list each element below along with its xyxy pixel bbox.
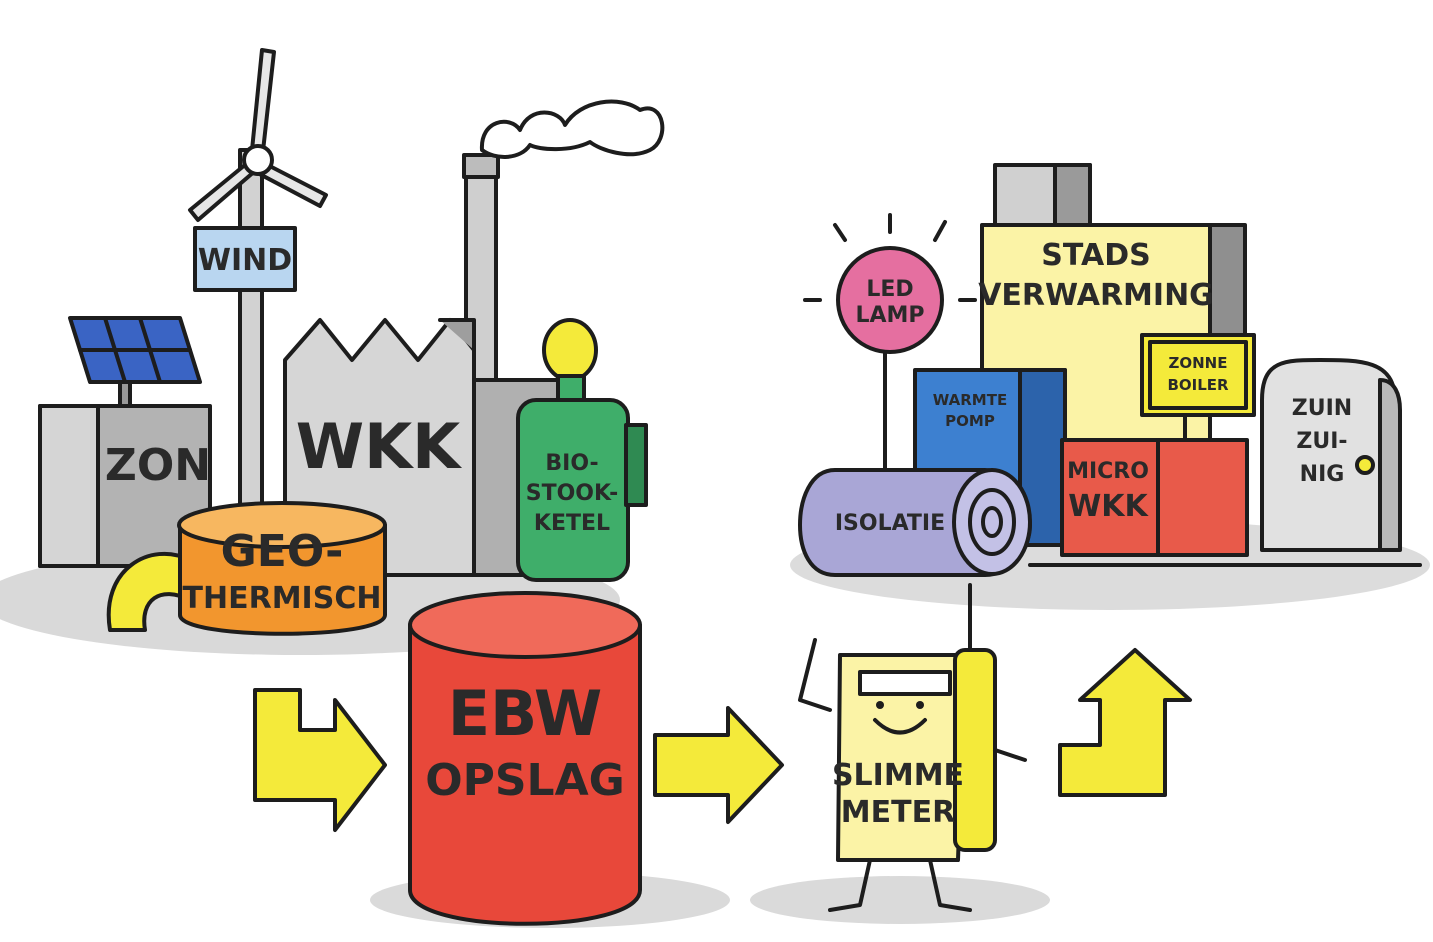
wind-label: WIND <box>198 243 292 278</box>
arrow-to-storage <box>253 688 387 832</box>
zuinig-label-3: NIG <box>1300 462 1345 487</box>
led-label-2: LAMP <box>855 303 924 328</box>
zonneboiler-label-1: ZONNE <box>1169 354 1228 372</box>
storage-label-1: EBW <box>448 677 603 750</box>
meter-label-1: SLIMME <box>832 758 964 793</box>
warmtepomp-label-2: POMP <box>945 412 995 430</box>
wkk-label: WKK <box>296 410 462 483</box>
stads-label-1: STADS <box>1041 238 1150 273</box>
led-label-1: LED <box>866 277 913 302</box>
warmtepomp-label-1: WARMTE <box>933 391 1007 409</box>
meter-label-2: METER <box>841 795 955 830</box>
bio-label-1: BIO- <box>545 451 598 476</box>
isolatie-roll: ISOLATIE <box>798 468 1032 577</box>
geothermal-tank: GEO- THERMISCH <box>106 501 387 636</box>
isolatie-label: ISOLATIE <box>835 511 945 536</box>
micro-wkk: MICRO WKK <box>1060 438 1249 557</box>
micro-label-1: MICRO <box>1067 459 1149 484</box>
zuinig-tombstone: ZUIN ZUI- NIG <box>1260 358 1402 552</box>
meter-shadow <box>750 876 1050 924</box>
led-lamp: LED LAMP <box>803 213 977 482</box>
bio-label-3: KETEL <box>534 511 610 536</box>
geo-label-1: GEO- <box>221 526 344 577</box>
zonneboiler-label-2: BOILER <box>1167 376 1229 394</box>
zuinig-label-1: ZUIN <box>1292 396 1352 421</box>
bio-boiler: BIO- STOOK- KETEL <box>516 318 648 582</box>
zuinig-label-2: ZUI- <box>1296 429 1347 454</box>
zonneboiler: ZONNE BOILER <box>1140 333 1256 442</box>
geo-label-2: THERMISCH <box>183 581 382 616</box>
wind-turbine: WIND <box>188 48 328 582</box>
ebw-storage: EBW OPSLAG <box>408 591 642 926</box>
wind-sign <box>193 226 297 292</box>
bio-label-2: STOOK- <box>526 481 619 506</box>
arrow-to-meter <box>653 706 784 824</box>
stads-label-2: VERWARMING <box>978 278 1214 313</box>
arrow-to-consumers <box>1058 648 1192 797</box>
storage-label-2: OPSLAG <box>425 755 625 806</box>
smart-meter: SLIMME METER <box>798 638 1027 912</box>
zon-label: ZON <box>105 440 211 491</box>
micro-label-2: WKK <box>1068 489 1149 524</box>
